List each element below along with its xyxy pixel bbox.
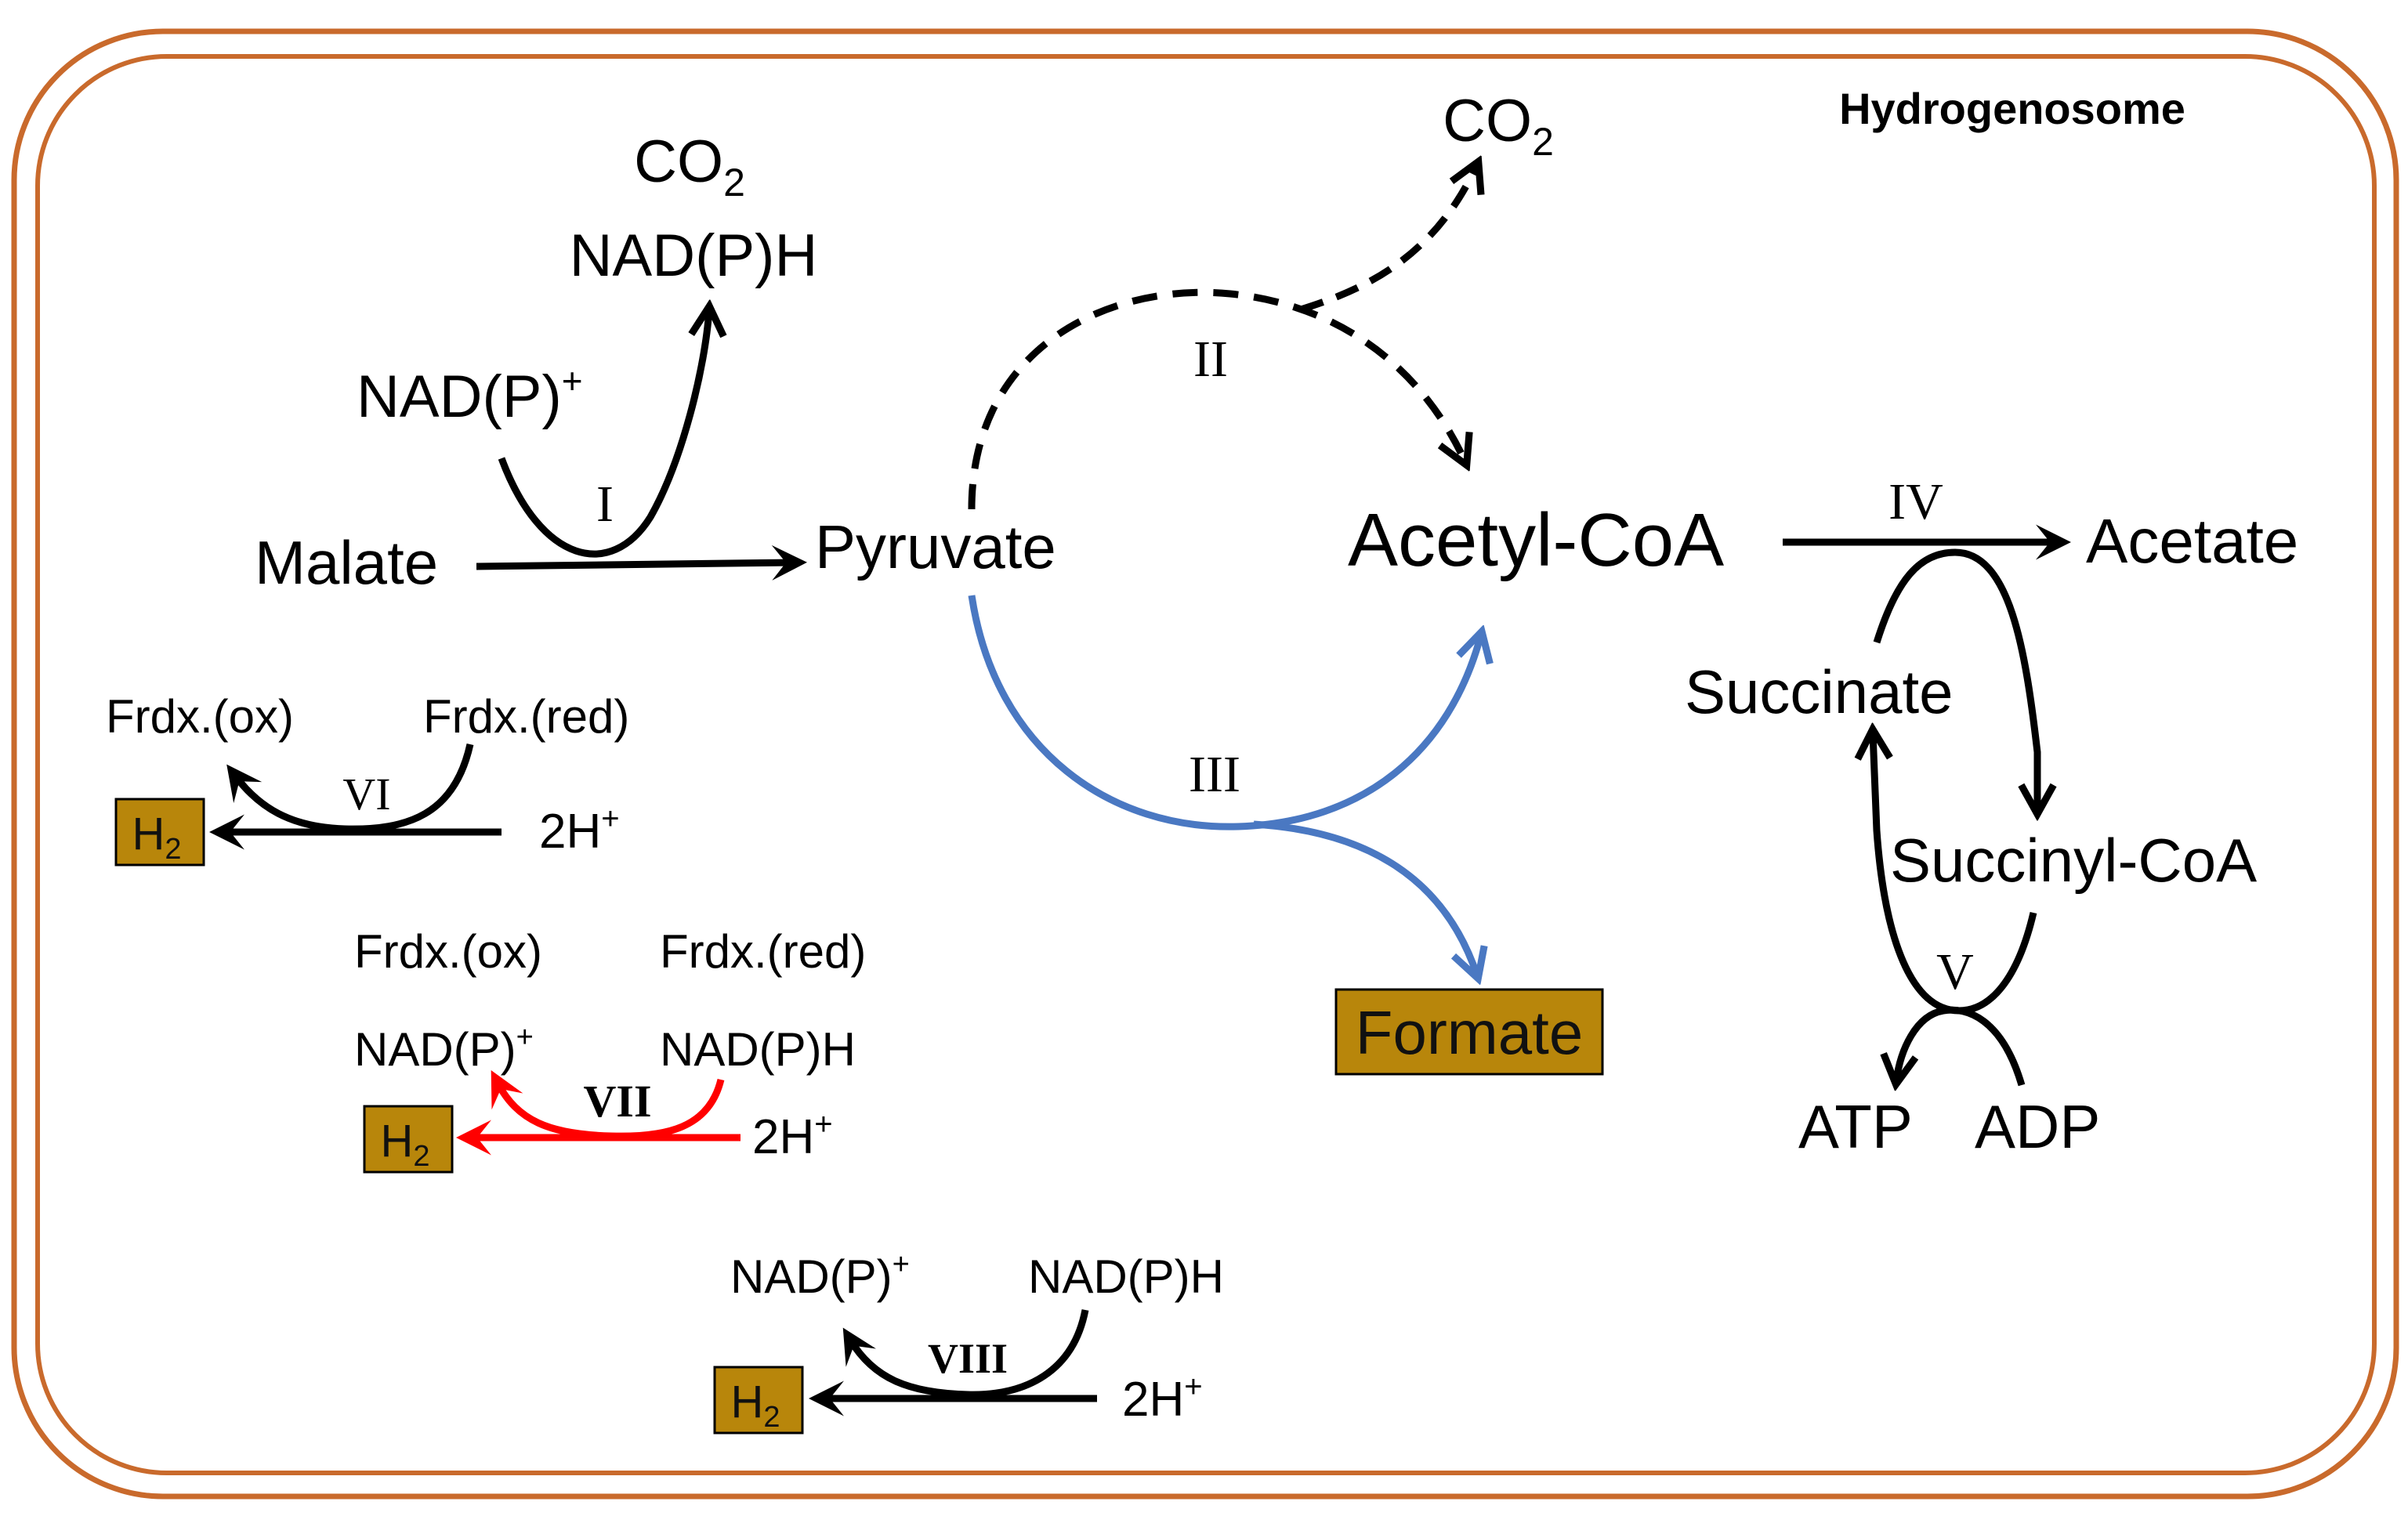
formate-box: Formate bbox=[1334, 988, 1604, 1076]
succinyl-coa-label: Succinyl-CoA bbox=[1890, 826, 2257, 895]
h2-box-VIII: H2 bbox=[713, 1366, 804, 1435]
protons-VIII: 2H+ bbox=[1122, 1369, 1203, 1427]
succinate-coa-transfer-curve bbox=[1873, 548, 2037, 811]
frdx-red-VI: Frdx.(red) bbox=[423, 690, 629, 743]
co2-product-I: CO2 bbox=[634, 128, 745, 204]
nadph-product-I: NAD(P)H bbox=[570, 223, 818, 289]
enzyme-IV-label: IV bbox=[1888, 473, 1943, 530]
atp-label: ATP bbox=[1798, 1092, 1913, 1161]
h2-label-VIII: H2 bbox=[730, 1377, 780, 1434]
formate-label: Formate bbox=[1356, 998, 1583, 1067]
nadp-VII: NAD(P)+ bbox=[354, 1021, 534, 1076]
adp-to-atp-curve bbox=[1896, 1006, 2026, 1085]
pyruvate-label: Pyruvate bbox=[815, 512, 1056, 581]
formate-branch-blue-arrow bbox=[1253, 820, 1477, 975]
malate-to-pyruvate-arrow bbox=[476, 545, 807, 581]
enzyme-III-label: III bbox=[1189, 746, 1240, 803]
enzyme-VII-label: VII bbox=[583, 1076, 651, 1127]
h2-label-VII: H2 bbox=[380, 1116, 429, 1173]
adp-label: ADP bbox=[1975, 1092, 2100, 1161]
nadph-VIII: NAD(P)H bbox=[1028, 1250, 1224, 1303]
enzyme-I-label: I bbox=[596, 476, 614, 533]
inner-membrane bbox=[35, 54, 2377, 1475]
nadph-VII: NAD(P)H bbox=[660, 1023, 856, 1076]
enzyme-V-label: V bbox=[1936, 943, 1974, 1000]
h2-label-VI: H2 bbox=[132, 809, 181, 866]
enzyme-VIII-label: VIII bbox=[928, 1335, 1008, 1382]
h2-box-VI: H2 bbox=[114, 798, 205, 867]
malate-label: Malate bbox=[255, 528, 438, 597]
protons-VII: 2H+ bbox=[752, 1107, 833, 1164]
nadp-VIII: NAD(P)+ bbox=[730, 1248, 910, 1303]
h2-box-VII: H2 bbox=[363, 1105, 454, 1174]
outer-membrane bbox=[11, 28, 2399, 1500]
enzyme-VI-label: VI bbox=[342, 769, 390, 820]
pyruvate-to-acetylcoa-dashed-arc bbox=[968, 288, 1465, 510]
acetyl-coa-label: Acetyl-CoA bbox=[1348, 498, 1724, 582]
cofactor-curve-VIII bbox=[842, 1309, 1089, 1398]
frdx-ox-VII: Frdx.(ox) bbox=[354, 925, 542, 978]
co2-product-II: CO2 bbox=[1443, 88, 1554, 164]
frdx-curve-VI bbox=[226, 744, 474, 833]
succinate-label: Succinate bbox=[1685, 657, 1954, 726]
nadp-cofactor-I: NAD(P)+ bbox=[357, 360, 583, 430]
pyruvate-to-acetylcoa-blue-arc bbox=[968, 595, 1481, 830]
cofactor-curve-VII bbox=[491, 1070, 725, 1140]
frdx-ox-VI: Frdx.(ox) bbox=[106, 690, 294, 743]
organelle-label: Hydrogenosome bbox=[1839, 84, 2185, 133]
cofactor-curve-I bbox=[498, 309, 709, 558]
enzyme-II-label: II bbox=[1193, 331, 1228, 388]
acetate-label: Acetate bbox=[2086, 506, 2298, 576]
protons-VI: 2H+ bbox=[539, 801, 620, 859]
co2-release-dashed-arrow bbox=[1299, 165, 1477, 313]
frdx-red-VII: Frdx.(red) bbox=[660, 925, 866, 978]
